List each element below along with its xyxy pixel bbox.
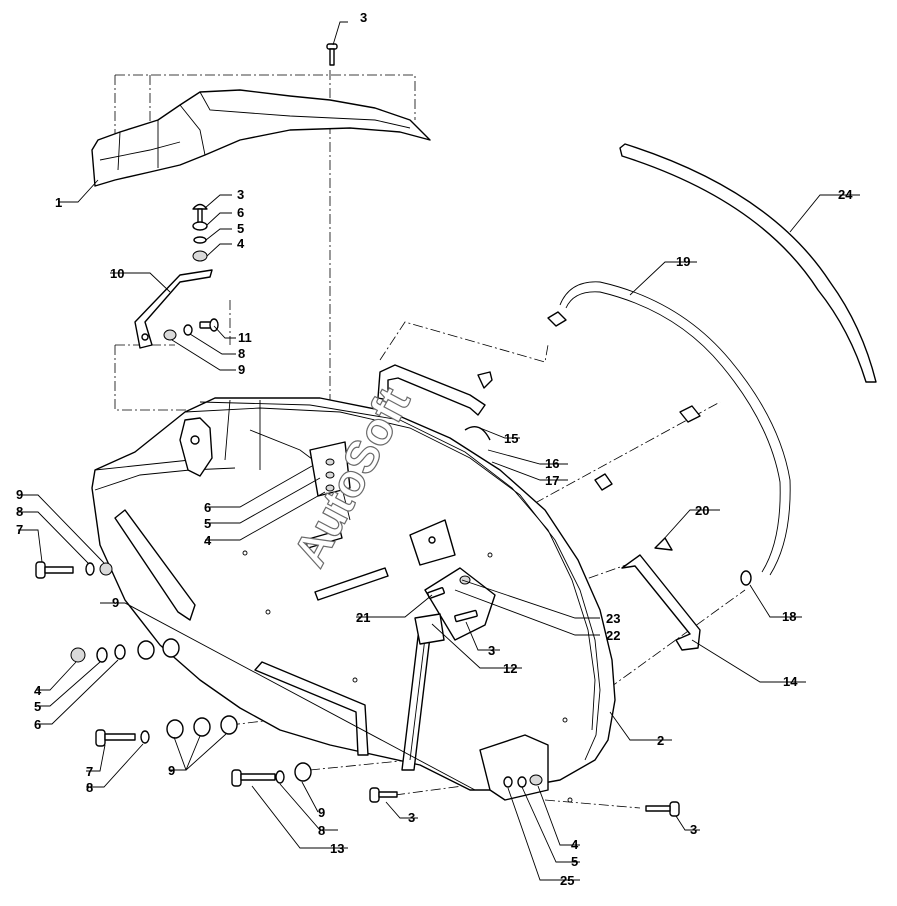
callout-21: 21 (356, 610, 370, 625)
callout-1: 1 (55, 195, 62, 210)
handle-part-15 (377, 364, 493, 441)
callout-9: 9 (16, 487, 23, 502)
callout-6: 6 (204, 500, 211, 515)
callout-4: 4 (34, 683, 42, 698)
callout-25: 25 (560, 873, 574, 888)
callout-15: 15 (504, 431, 518, 446)
callout-9: 9 (168, 763, 175, 778)
callout-19: 19 (676, 254, 690, 269)
callout-9: 9 (238, 362, 245, 377)
callout-16: 16 (545, 456, 559, 471)
callout-12: 12 (503, 661, 517, 676)
callout-10: 10 (110, 266, 124, 281)
callout-18: 18 (782, 609, 796, 624)
callout-8: 8 (318, 823, 325, 838)
callout-5: 5 (571, 854, 578, 869)
callout-5: 5 (204, 516, 211, 531)
callout-9: 9 (318, 805, 325, 820)
rail-part-14 (621, 537, 701, 651)
callout-8: 8 (238, 346, 245, 361)
callout-6: 6 (237, 205, 244, 220)
callout-3: 3 (360, 10, 367, 25)
callout-6: 6 (34, 717, 41, 732)
fastener-stack-upper (192, 203, 208, 262)
callout-20: 20 (695, 503, 709, 518)
washer-part-18 (740, 570, 752, 586)
callout-22: 22 (606, 628, 620, 643)
callout-13: 13 (330, 841, 344, 856)
upper-fender-part-1 (91, 89, 431, 187)
callout-3: 3 (408, 810, 415, 825)
callout-17: 17 (545, 473, 559, 488)
fastener-stack-bracket (163, 318, 219, 341)
callout-4: 4 (204, 533, 212, 548)
callout-11: 11 (238, 330, 252, 345)
callout-23: 23 (606, 611, 620, 626)
callout-14: 14 (783, 674, 798, 689)
hose-part-19 (547, 281, 791, 576)
callout-5: 5 (34, 699, 41, 714)
callout-7: 7 (16, 522, 23, 537)
callout-2: 2 (657, 733, 664, 748)
callout-4: 4 (571, 837, 579, 852)
bolt-part-3-lower-left (369, 787, 398, 803)
callout-3: 3 (488, 643, 495, 658)
callout-labels: 3 1 3 6 5 4 10 11 8 9 24 19 15 16 17 6 5… (16, 10, 853, 888)
bolt-part-7-upper (35, 561, 113, 579)
washer-stack-4-5-6 (70, 638, 180, 663)
bolt-part-13 (231, 762, 312, 787)
leader-lines (18, 21, 860, 881)
callout-5: 5 (237, 221, 244, 236)
callout-8: 8 (16, 504, 23, 519)
callout-24: 24 (838, 187, 853, 202)
bolt-part-7-lower (95, 715, 238, 747)
bolt-part-3-lower-right (645, 801, 680, 817)
bolt-part-3-top (326, 43, 338, 66)
callout-3: 3 (237, 187, 244, 202)
bracket-part-10 (134, 269, 213, 349)
callout-3: 3 (690, 822, 697, 837)
seal-strip-part-24 (619, 143, 877, 383)
callout-8: 8 (86, 780, 93, 795)
wheel-housing-part-2 (91, 397, 616, 803)
callout-4: 4 (237, 236, 245, 251)
callout-9: 9 (112, 595, 119, 610)
callout-7: 7 (86, 764, 93, 779)
